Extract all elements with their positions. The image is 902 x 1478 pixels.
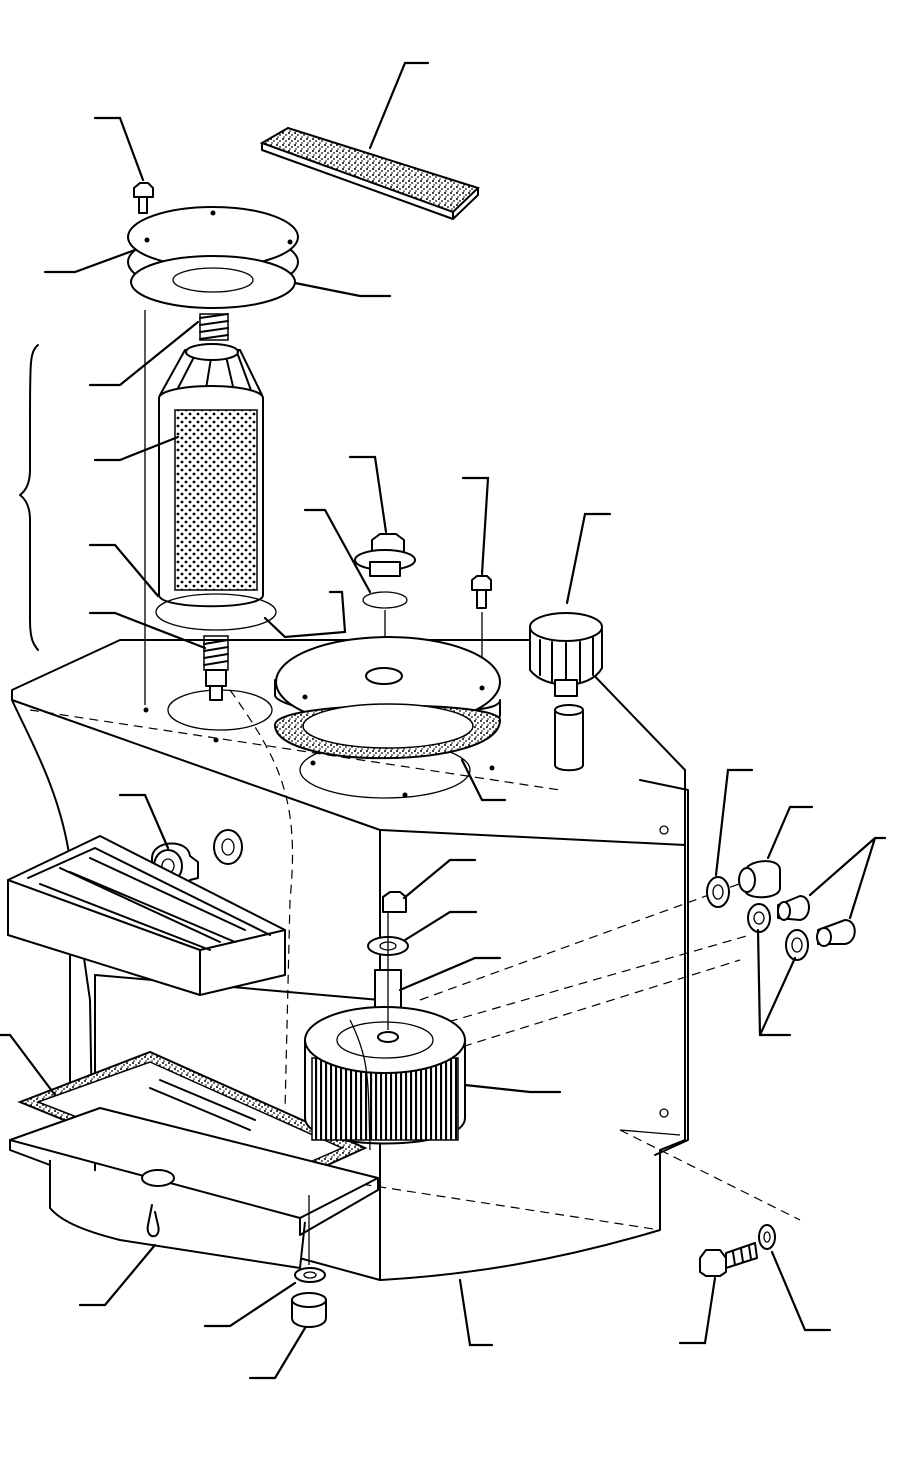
bypass-valve-spring (204, 636, 228, 700)
suction-strainer (305, 892, 465, 1150)
step-tray (8, 836, 285, 995)
flange-bolt-hole (660, 826, 668, 834)
breather-cap (530, 613, 602, 770)
filter-spring (200, 314, 228, 340)
plug-o-ring (363, 592, 407, 608)
sight-plug (152, 830, 242, 893)
cover-screw (472, 576, 491, 590)
cover-bolt-shank (139, 197, 147, 213)
filter-mesh (175, 410, 257, 590)
cover-bolt (134, 183, 153, 197)
mounting-bolt (700, 1225, 775, 1276)
strainer-nut (383, 892, 406, 912)
mounting-washer (759, 1225, 775, 1249)
breather-tube (555, 710, 583, 770)
filter-o-ring (156, 594, 276, 630)
tank-cover-assembly (275, 534, 500, 758)
breather-pad (262, 128, 478, 219)
leader-lines (0, 63, 885, 1378)
drain-pan-assembly (10, 1052, 378, 1327)
filter-cover-assembly (128, 183, 298, 705)
flange-bolt-hole (660, 1109, 668, 1117)
cover-gasket (131, 256, 295, 308)
side-fittings (707, 861, 855, 960)
assembly-bracket (20, 345, 38, 650)
tank-flange (640, 780, 688, 1155)
drain-washer (295, 1268, 325, 1282)
